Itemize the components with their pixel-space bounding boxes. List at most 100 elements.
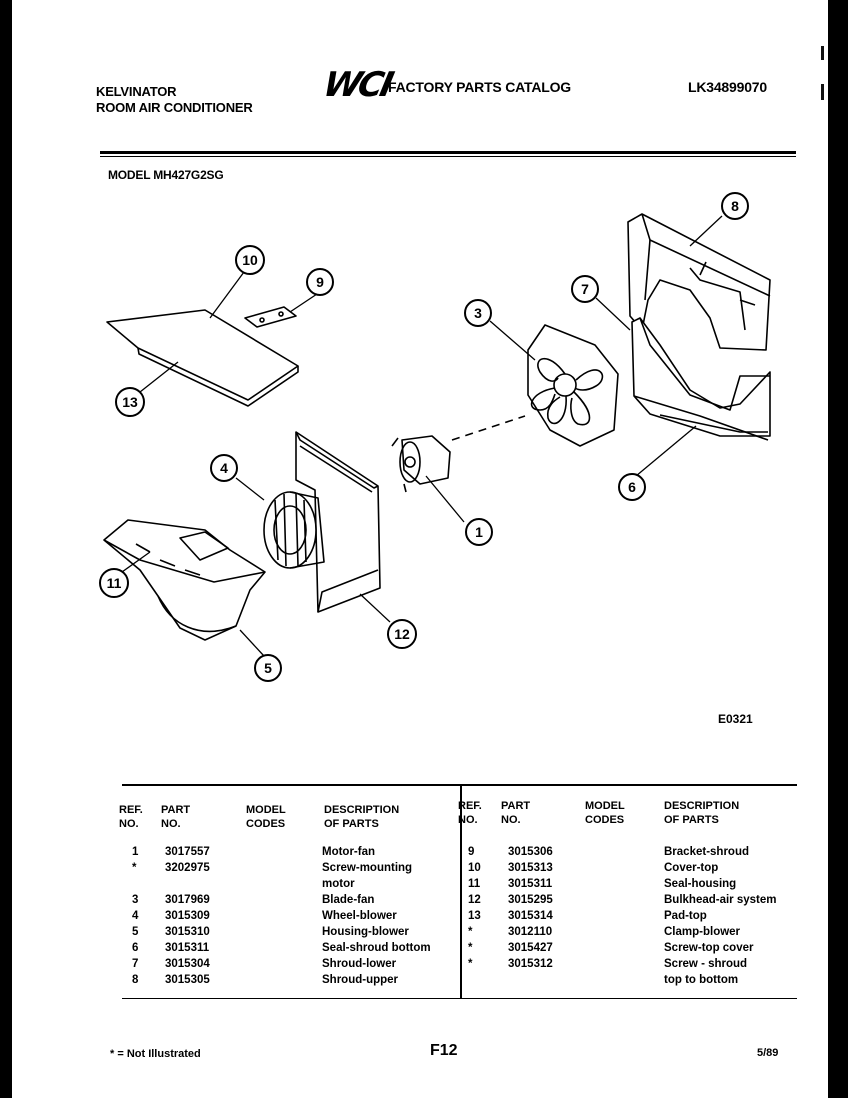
table-cell: Blade-fan (322, 894, 375, 906)
header-rule (100, 151, 796, 154)
callout-8: 8 (731, 198, 739, 214)
table-cell: 9 (468, 846, 475, 858)
table-cell: Shroud-lower (322, 958, 397, 970)
callout-4: 4 (220, 460, 228, 476)
table-cell: 3015311 (165, 942, 210, 954)
table-cell: 3017969 (165, 894, 210, 906)
table-cell: 11 (468, 878, 481, 890)
callout-9: 9 (316, 274, 324, 290)
table-cell: Bracket-shroud (664, 846, 749, 858)
table-cell: Cover-top (664, 862, 719, 874)
left-ref-column: 1 * 3 4 5 6 7 8 (132, 844, 138, 988)
model-number: MODEL MH427G2SG (108, 168, 224, 182)
fan-blade-part (527, 324, 619, 447)
table-cell: * (468, 958, 473, 970)
table-cell: 3015295 (508, 894, 553, 906)
table-cell: Housing-blower (322, 926, 409, 938)
table-cell (508, 972, 553, 988)
callout-3: 3 (474, 305, 482, 321)
table-cell: 3017557 (165, 846, 210, 858)
header-rule-thin (100, 156, 796, 157)
table-cell: 3202975 (165, 862, 210, 874)
figure-code: E0321 (718, 712, 753, 726)
fan-motor-part (391, 435, 451, 493)
header-description: DESCRIPTION OF PARTS (324, 804, 400, 830)
table-cell (468, 972, 481, 988)
callout-12: 12 (394, 626, 410, 642)
catalog-page: KELVINATOR ROOM AIR CONDITIONER WCI FACT… (12, 0, 828, 1098)
table-cell: 3015313 (508, 862, 553, 874)
catalog-date: 5/89 (757, 1047, 779, 1059)
table-cell: 4 (132, 910, 139, 922)
header-ref-no-right: REF. NO. (458, 800, 482, 826)
table-cell: Wheel-blower (322, 910, 397, 922)
product-name: ROOM AIR CONDITIONER (96, 100, 253, 115)
table-cell: 3015305 (165, 974, 210, 986)
table-cell: 3015304 (165, 958, 210, 970)
footnote-not-illustrated: * = Not Illustrated (110, 1048, 201, 1060)
header-ref-no: REF. NO. (119, 804, 143, 830)
table-cell: 3015309 (165, 910, 210, 922)
table-cell: 8 (132, 974, 139, 986)
table-cell: * (132, 862, 137, 874)
table-cell: * (468, 926, 473, 938)
bulkhead-part (295, 431, 381, 613)
table-cell: Seal-shroud bottom (322, 942, 431, 954)
table-cell: 5 (132, 926, 139, 938)
callout-13: 13 (122, 394, 138, 410)
table-cell: Clamp-blower (664, 926, 741, 938)
callout-5: 5 (264, 660, 272, 676)
table-cell: 3 (132, 894, 139, 906)
table-cell: 3015311 (508, 878, 553, 890)
table-cell: 10 (468, 862, 481, 874)
pad-top-part (106, 309, 299, 407)
table-cell: 3015312 (508, 958, 553, 970)
exploded-parts-diagram: 8 7 3 9 10 13 6 1 4 11 5 12 (99, 192, 771, 682)
header-model-codes-right: MODEL CODES (585, 800, 625, 826)
table-cell: Pad-top (664, 910, 707, 922)
table-cell: 7 (132, 958, 139, 970)
callout-7: 7 (581, 281, 589, 297)
right-ref-column: 9 10 11 12 13 * * * (468, 844, 481, 988)
table-cell: motor (322, 878, 355, 890)
callout-11: 11 (107, 575, 122, 591)
table-bottom-rule (122, 998, 797, 999)
table-column-divider (460, 785, 462, 999)
blower-wheel-part (263, 491, 325, 569)
table-cell: 13 (468, 910, 481, 922)
bracket-shroud-part (244, 306, 297, 328)
table-top-rule (122, 784, 797, 786)
table-cell (165, 876, 210, 892)
callout-1: 1 (475, 524, 483, 540)
right-description-column: Bracket-shroud Cover-top Seal-housing Bu… (664, 844, 777, 988)
table-cell: top to bottom (664, 974, 739, 986)
table-cell: Motor-fan (322, 846, 376, 858)
edge-mark (821, 84, 824, 100)
shroud-lower-part (631, 317, 771, 441)
table-cell: 3015306 (508, 846, 553, 858)
brand-name: KELVINATOR (96, 84, 177, 99)
catalog-number: LK34899070 (688, 79, 767, 95)
left-description-column: Motor-fan Screw-mounting motor Blade-fan… (322, 844, 431, 988)
table-cell: * (468, 942, 473, 954)
table-cell: 6 (132, 942, 139, 954)
header-description-right: DESCRIPTION OF PARTS (664, 800, 740, 826)
table-cell: 12 (468, 894, 481, 906)
table-cell: 3015314 (508, 910, 553, 922)
table-cell: Shroud-upper (322, 974, 399, 986)
right-part-column: 3015306 3015313 3015311 3015295 3015314 … (508, 844, 553, 988)
page-number: F12 (430, 1042, 458, 1059)
edge-mark (821, 46, 824, 60)
header-part-no: PART NO. (161, 804, 191, 830)
table-cell: Screw-mounting (322, 862, 413, 874)
callout-10: 10 (242, 252, 258, 268)
header-part-no-right: PART NO. (501, 800, 531, 826)
table-cell: 3015310 (165, 926, 210, 938)
table-cell: 1 (132, 846, 139, 858)
table-cell: Seal-housing (664, 878, 737, 890)
shroud-upper-part (627, 213, 771, 351)
callout-6: 6 (628, 479, 636, 495)
table-cell: 3015427 (508, 942, 553, 954)
table-cell: Screw - shroud (664, 958, 748, 970)
table-cell (132, 876, 138, 892)
